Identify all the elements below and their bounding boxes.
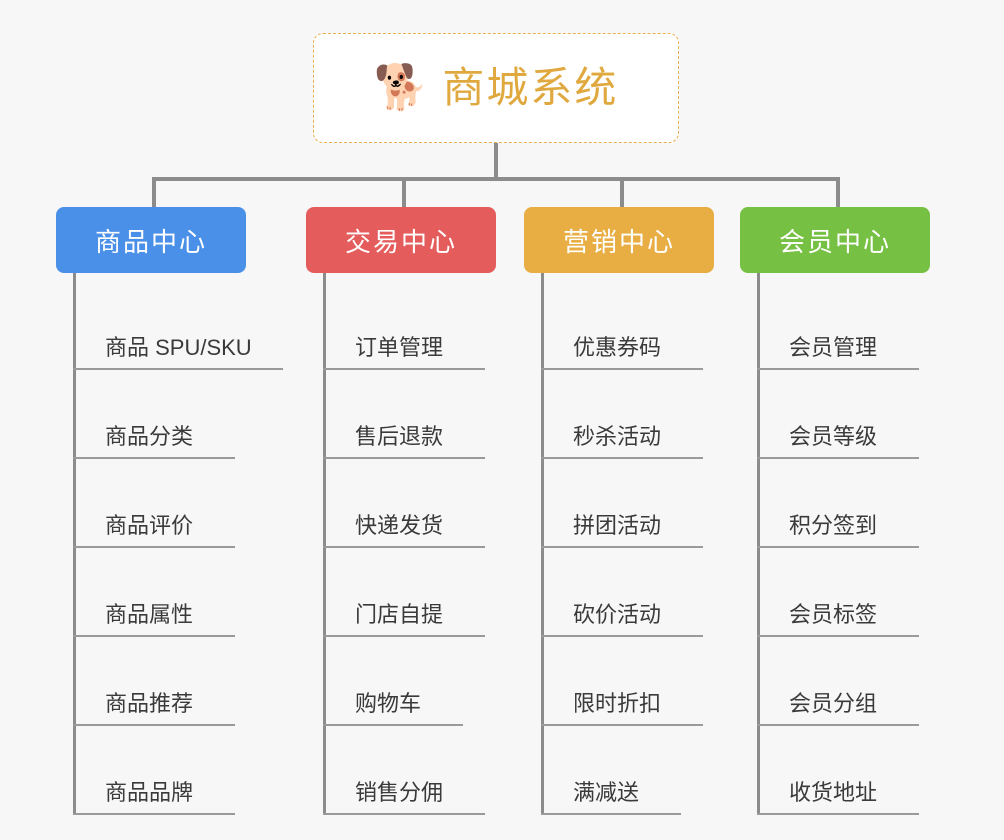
leaf-underline xyxy=(757,724,919,726)
leaf-label: 会员等级 xyxy=(789,424,878,449)
connector-horizontal-bus xyxy=(152,177,840,181)
leaf-underline xyxy=(757,635,919,637)
list-item[interactable]: 秒杀活动 xyxy=(541,370,764,459)
list-item[interactable]: 优惠券码 xyxy=(541,281,764,370)
list-item[interactable]: 会员管理 xyxy=(757,281,980,370)
leaf-label: 拼团活动 xyxy=(573,513,662,538)
list-item[interactable]: 购物车 xyxy=(323,637,546,726)
category-box-marketing[interactable]: 营销中心 xyxy=(524,207,714,273)
leaf-underline xyxy=(73,546,235,548)
leaf-underline xyxy=(541,368,703,370)
list-item[interactable]: 商品 SPU/SKU xyxy=(73,281,296,370)
category-box-trade[interactable]: 交易中心 xyxy=(306,207,496,273)
connector-drop-1 xyxy=(152,177,156,209)
leaf-label: 订单管理 xyxy=(355,335,444,360)
leaf-label: 积分签到 xyxy=(789,513,878,538)
list-item[interactable]: 销售分佣 xyxy=(323,726,546,815)
category-column-trade: 交易中心 订单管理 售后退款 快递发货 门店自提 购物车 xyxy=(306,207,546,815)
category-column-member: 会员中心 会员管理 会员等级 积分签到 会员标签 会员分组 xyxy=(740,207,980,815)
leaf-label: 商品属性 xyxy=(105,602,194,627)
leaf-underline xyxy=(757,546,919,548)
connector-root-stem xyxy=(494,143,498,179)
leaf-underline xyxy=(323,368,485,370)
list-item[interactable]: 商品评价 xyxy=(73,459,296,548)
leaf-underline xyxy=(757,813,919,815)
leaf-list-trade: 订单管理 售后退款 快递发货 门店自提 购物车 销售分佣 xyxy=(306,273,546,815)
list-item[interactable]: 限时折扣 xyxy=(541,637,764,726)
leaf-underline xyxy=(73,635,235,637)
list-item[interactable]: 满减送 xyxy=(541,726,764,815)
leaf-underline xyxy=(323,813,485,815)
list-item[interactable]: 快递发货 xyxy=(323,459,546,548)
leaf-label: 会员标签 xyxy=(789,602,878,627)
leaf-underline xyxy=(541,635,703,637)
leaf-underline xyxy=(73,813,235,815)
leaf-label: 商品评价 xyxy=(105,513,194,538)
leaf-label: 购物车 xyxy=(355,691,422,716)
leaf-label: 限时折扣 xyxy=(573,691,662,716)
leaf-label: 门店自提 xyxy=(355,602,444,627)
list-item[interactable]: 会员标签 xyxy=(757,548,980,637)
list-item[interactable]: 商品分类 xyxy=(73,370,296,459)
leaf-label: 售后退款 xyxy=(355,424,444,449)
list-item[interactable]: 商品品牌 xyxy=(73,726,296,815)
leaf-underline xyxy=(323,635,485,637)
leaf-label: 商品推荐 xyxy=(105,691,194,716)
leaf-label: 商品分类 xyxy=(105,424,194,449)
connector-drop-3 xyxy=(620,177,624,209)
leaf-underline xyxy=(541,813,681,815)
leaf-underline xyxy=(757,457,919,459)
leaf-underline xyxy=(541,546,703,548)
leaf-label: 满减送 xyxy=(573,780,640,805)
leaf-underline xyxy=(323,457,485,459)
list-item[interactable]: 会员分组 xyxy=(757,637,980,726)
leaf-label: 会员分组 xyxy=(789,691,878,716)
leaf-list-product: 商品 SPU/SKU 商品分类 商品评价 商品属性 商品推荐 商品品牌 xyxy=(56,273,296,815)
category-column-product: 商品中心 商品 SPU/SKU 商品分类 商品评价 商品属性 商品推荐 xyxy=(56,207,296,815)
leaf-label: 优惠券码 xyxy=(573,335,662,360)
leaf-label: 秒杀活动 xyxy=(573,424,662,449)
leaf-label: 商品 SPU/SKU xyxy=(105,335,252,360)
root-title: 商城系统 xyxy=(442,64,619,111)
category-column-marketing: 营销中心 优惠券码 秒杀活动 拼团活动 砍价活动 限时折扣 xyxy=(524,207,764,815)
connector-drop-4 xyxy=(836,177,840,209)
list-item[interactable]: 门店自提 xyxy=(323,548,546,637)
leaf-label: 商品品牌 xyxy=(105,780,194,805)
leaf-label: 砍价活动 xyxy=(573,602,662,627)
leaf-underline xyxy=(323,724,463,726)
list-item[interactable]: 积分签到 xyxy=(757,459,980,548)
leaf-list-marketing: 优惠券码 秒杀活动 拼团活动 砍价活动 限时折扣 满减送 xyxy=(524,273,764,815)
leaf-underline xyxy=(323,546,485,548)
dog-face-icon: 🐕 xyxy=(373,63,429,112)
root-node[interactable]: 🐕 商城系统 xyxy=(313,33,679,143)
leaf-label: 收货地址 xyxy=(789,780,878,805)
list-item[interactable]: 售后退款 xyxy=(323,370,546,459)
list-item[interactable]: 拼团活动 xyxy=(541,459,764,548)
leaf-underline xyxy=(73,724,235,726)
list-item[interactable]: 砍价活动 xyxy=(541,548,764,637)
list-item[interactable]: 商品属性 xyxy=(73,548,296,637)
leaf-label: 销售分佣 xyxy=(355,780,444,805)
leaf-underline xyxy=(541,457,703,459)
leaf-underline xyxy=(541,724,703,726)
leaf-underline xyxy=(757,368,919,370)
leaf-list-member: 会员管理 会员等级 积分签到 会员标签 会员分组 收货地址 xyxy=(740,273,980,815)
leaf-underline xyxy=(73,368,283,370)
category-box-product[interactable]: 商品中心 xyxy=(56,207,246,273)
category-box-member[interactable]: 会员中心 xyxy=(740,207,930,273)
list-item[interactable]: 收货地址 xyxy=(757,726,980,815)
leaf-label: 快递发货 xyxy=(355,513,444,538)
list-item[interactable]: 会员等级 xyxy=(757,370,980,459)
list-item[interactable]: 订单管理 xyxy=(323,281,546,370)
connector-drop-2 xyxy=(402,177,406,209)
leaf-label: 会员管理 xyxy=(789,335,878,360)
leaf-underline xyxy=(73,457,235,459)
list-item[interactable]: 商品推荐 xyxy=(73,637,296,726)
